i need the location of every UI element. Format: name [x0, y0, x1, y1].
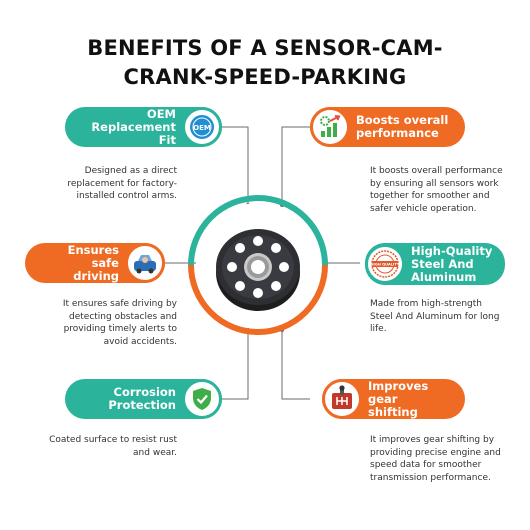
- page-title: BENEFITS OF A SENSOR-CAM- CRANK-SPEED-PA…: [0, 34, 530, 92]
- desc-improves-gear-shifting: It improves gear shifting by providing p…: [370, 435, 501, 483]
- benefit-high-quality-steel-aluminum: HIGH QUALITY High-Quality Steel And Alum…: [365, 243, 505, 285]
- center-pulley-image: [188, 195, 328, 335]
- gear-shifter-icon: [322, 379, 362, 419]
- quality-stamp-icon: HIGH QUALITY: [365, 244, 405, 284]
- svg-text:OEM: OEM: [193, 124, 211, 132]
- title-line-1: BENEFITS OF A SENSOR-CAM-: [87, 36, 443, 60]
- desc-ensures-safe-driving: It ensures safe driving by detecting obs…: [62, 299, 177, 347]
- performance-gear-chart-icon: [310, 107, 350, 147]
- benefit-boosts-overall-performance: Boosts overall performance: [310, 107, 465, 147]
- desc-corrosion-protection: Coated surface to resist rust and wear.: [49, 435, 177, 458]
- benefit-improves-gear-shifting: Improves gear shifting: [322, 379, 465, 419]
- oem-badge-icon: OEM: [182, 107, 222, 147]
- shield-check-icon: [182, 379, 222, 419]
- benefit-ensures-safe-driving: Ensures safe driving: [25, 243, 165, 283]
- svg-text:HIGH QUALITY: HIGH QUALITY: [371, 263, 400, 267]
- driver-car-icon: [125, 243, 165, 283]
- benefit-oem-replacement-fit: OEM Replacement Fit OEM: [65, 107, 222, 147]
- title-line-2: CRANK-SPEED-PARKING: [123, 65, 407, 89]
- benefit-corrosion-protection: Corrosion Protection: [65, 379, 222, 419]
- desc-oem-replacement-fit: Designed as a direct replacement for fac…: [67, 166, 177, 201]
- desc-boosts-overall-performance: It boosts overall performance by ensurin…: [370, 166, 503, 214]
- desc-high-quality-steel-aluminum: Made from high-strength Steel And Alumin…: [370, 299, 500, 334]
